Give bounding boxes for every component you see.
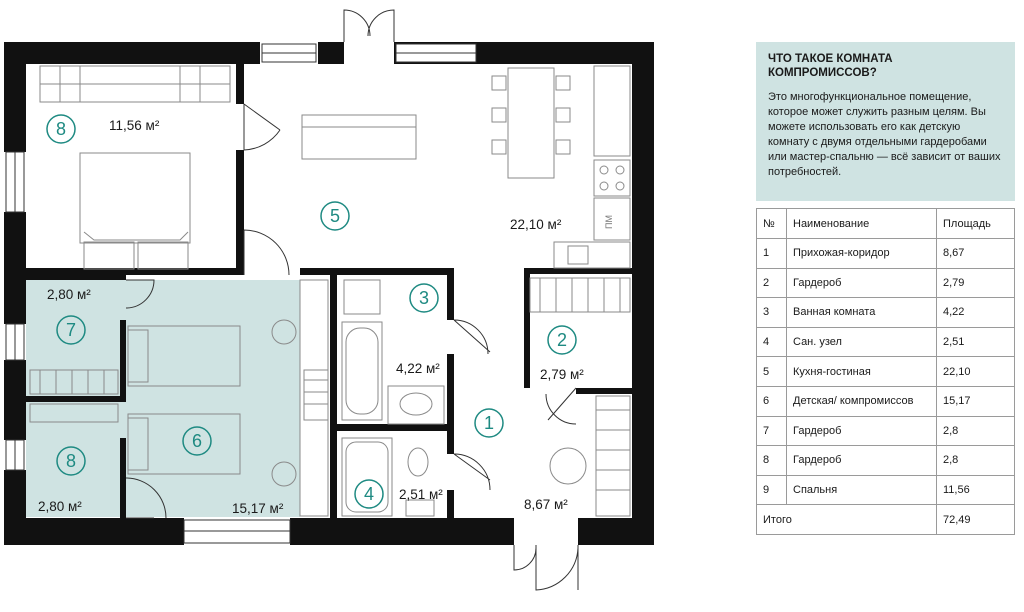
cell-area: 2,8: [936, 415, 1015, 447]
room-4-circle: [354, 479, 384, 509]
room-6-circle: [182, 426, 212, 456]
cell-number: 6: [756, 385, 787, 417]
cell-number: 7: [756, 415, 787, 447]
room-1-circle: [474, 408, 504, 438]
cell-area: 2,79: [936, 267, 1015, 299]
cell-name: Детская/ компромиссов: [786, 385, 937, 417]
cell-area: 2,8: [936, 445, 1015, 476]
header-area: Площадь: [936, 208, 1015, 239]
furniture: [29, 65, 631, 517]
room-number: 1: [484, 413, 494, 433]
room-number: 3: [419, 288, 429, 308]
room-number: 4: [364, 484, 374, 504]
windows: [5, 43, 477, 544]
cell-name: Гардероб: [786, 445, 937, 476]
room-8-circle: [56, 446, 86, 476]
room-area: 2,79 м²: [540, 367, 584, 382]
table-header-row: № Наименование Площадь: [756, 208, 1015, 239]
header-number: №: [756, 208, 787, 239]
cell-area: 15,17: [936, 385, 1015, 417]
header-name: Наименование: [786, 208, 937, 239]
total-label: Итого: [756, 504, 937, 535]
room-2-circle: [547, 325, 577, 355]
room-number: 2: [557, 330, 567, 350]
balcony-door: [343, 9, 395, 42]
cell-area: 11,56: [936, 474, 1015, 506]
room-area: 2,80 м²: [38, 499, 82, 514]
room-9-circle: [46, 114, 76, 144]
room-area: 15,17 м²: [232, 501, 284, 516]
total-value: 72,49: [936, 504, 1015, 535]
room-7-circle: [56, 315, 86, 345]
room-labels: 8 5 3 2 7 6 1 8 4: [56, 119, 567, 504]
room-number: 6: [192, 431, 202, 451]
room-number: 8: [56, 119, 66, 139]
wardrobe-hatching: [39, 66, 630, 491]
interior-walls: [26, 64, 632, 518]
cell-number: 4: [756, 326, 787, 358]
cell-number: 1: [756, 238, 787, 269]
room-number: 7: [66, 320, 76, 340]
room-area: 11,56 м²: [109, 118, 160, 133]
cell-name: Гардероб: [786, 267, 937, 299]
info-title-line1: ЧТО ТАКОЕ КОМНАТА: [768, 53, 893, 65]
room-area: 2,80 м²: [47, 287, 91, 302]
cell-number: 3: [756, 297, 787, 328]
cell-area: 4,22: [936, 297, 1015, 328]
room-area: 22,10 м²: [510, 217, 562, 232]
cell-number: 9: [756, 474, 787, 506]
room-number: 5: [330, 206, 340, 226]
room-area: 8,67 м²: [524, 497, 568, 512]
fridge-label: ПМ: [604, 215, 614, 229]
room-5-circle: [320, 201, 350, 231]
cell-area: 2,51: [936, 326, 1015, 358]
cell-name: Спальня: [786, 474, 937, 506]
cell-name: Сан. узел: [786, 326, 937, 358]
cell-name: Кухня-гостиная: [786, 356, 937, 387]
info-box: ЧТО ТАКОЕ КОМНАТА КОМПРОМИССОВ? Это мног…: [756, 42, 1015, 201]
cell-name: Прихожая-коридор: [786, 238, 937, 269]
room-area: 2,51 м²: [399, 487, 443, 502]
cell-area: 22,10: [936, 356, 1015, 387]
room-markers: [46, 114, 577, 509]
interior-doors: [125, 103, 579, 591]
info-text: Это многофункциональное помещение, котор…: [768, 91, 1001, 178]
cell-number: 5: [756, 356, 787, 387]
room-number: 8: [66, 451, 76, 471]
outer-walls: [4, 42, 654, 545]
floor-plan: ПМ 8 5 3 2 7 6 1 8 4 11,56 м² 22,10 м² 4…: [4, 9, 654, 591]
table-total-row: Итого 72,49: [756, 504, 1015, 535]
info-title: ЧТО ТАКОЕ КОМНАТА КОМПРОМИССОВ?: [768, 52, 1003, 80]
cell-area: 8,67: [936, 238, 1015, 269]
info-title-line2: КОМПРОМИССОВ?: [768, 67, 877, 79]
cell-number: 8: [756, 445, 787, 476]
room-3-circle: [409, 283, 439, 313]
cell-number: 2: [756, 267, 787, 299]
cell-name: Гардероб: [786, 415, 937, 447]
room-areas: 11,56 м² 22,10 м² 4,22 м² 2,79 м² 2,80 м…: [38, 118, 584, 516]
cell-name: Ванная комната: [786, 297, 937, 328]
room-area: 4,22 м²: [396, 361, 440, 376]
